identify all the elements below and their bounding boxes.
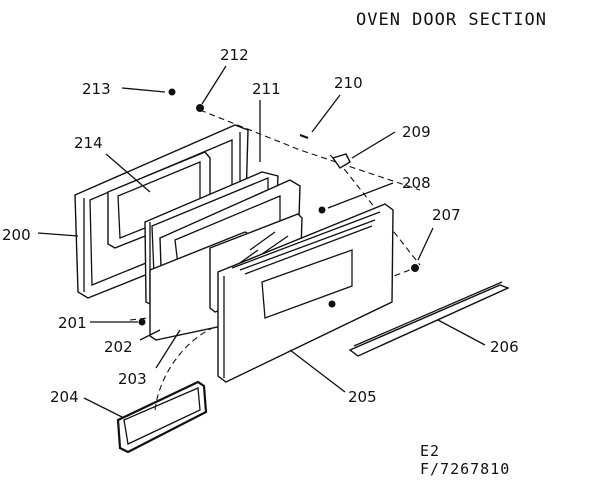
part-204-gasket [116,380,208,454]
assembly-line-top [199,109,421,191]
callout-200: 200 [2,226,31,244]
part-208-washer [318,206,326,214]
callout-201: 201 [58,314,87,332]
part-207-washer [411,264,419,272]
callout-209: 209 [402,123,431,141]
part-210-screw [299,133,309,140]
callout-214: 214 [74,134,103,152]
assembly-line-right [329,154,421,266]
callout-205: 205 [348,388,377,406]
diagram-title: OVEN DOOR SECTION [356,10,547,30]
callout-213: 213 [82,80,111,98]
callout-210: 210 [334,74,363,92]
part-213-screw [168,88,176,96]
callout-212: 212 [220,46,249,64]
part-212-washer [196,104,204,112]
callout-202: 202 [104,338,133,356]
part-201-screw [138,318,146,326]
callout-204: 204 [50,388,79,406]
callout-203: 203 [118,370,147,388]
callout-207: 207 [432,206,461,224]
part-206-trim-strip [348,281,510,357]
part-205-outer-panel [217,203,394,383]
leader-lines [37,65,486,419]
callout-211: 211 [252,80,281,98]
part-209-hinge-clip [331,153,351,169]
callout-206: 206 [490,338,519,356]
callout-208: 208 [402,174,431,192]
footer-code: E2 [420,442,441,460]
part-number: F/7267810 [420,460,511,478]
